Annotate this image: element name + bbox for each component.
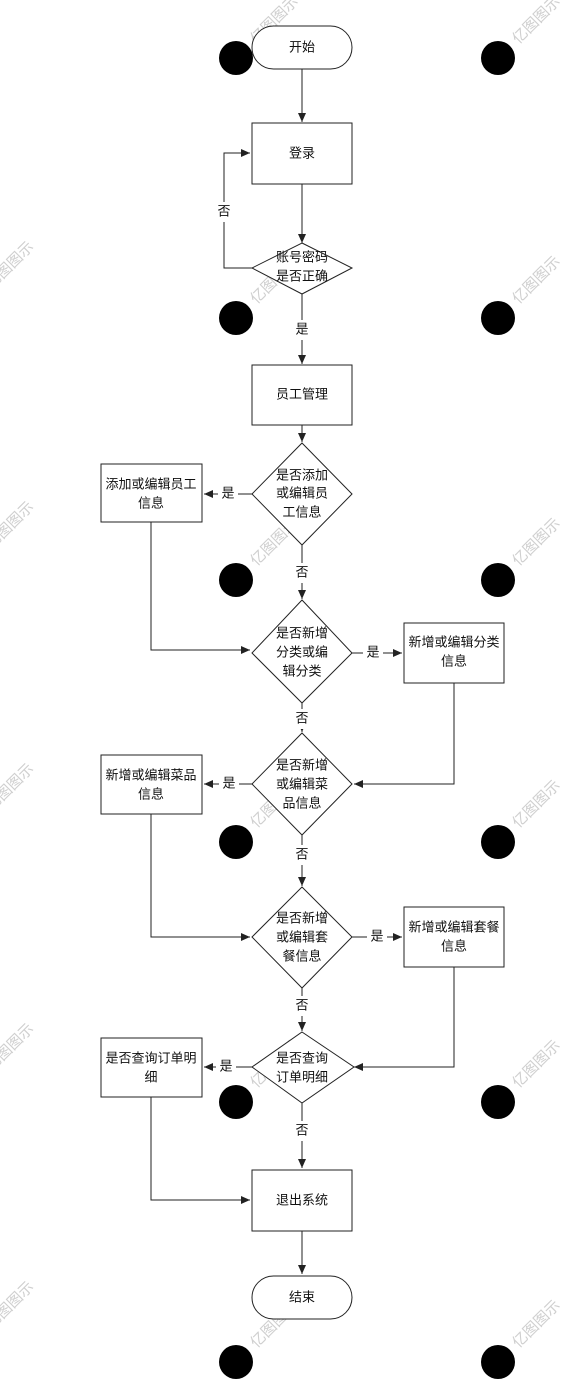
edge-label-no: 否 — [295, 712, 308, 727]
edge-label-no: 否 — [295, 848, 308, 863]
edge-label-yes: 是 — [222, 777, 235, 792]
node-exit-system: 退出系统 — [251, 1169, 353, 1232]
edge-label-no: 否 — [295, 1124, 308, 1139]
edge-label-no: 否 — [295, 999, 308, 1014]
node-q-dish: 是否新增 或编辑菜 品信息 — [251, 732, 353, 836]
node-q-staff: 是否添加 或编辑员 工信息 — [251, 442, 353, 546]
edge-label-yes: 是 — [366, 646, 379, 661]
node-check-password-line1: 账号密码 — [276, 250, 328, 266]
node-q-order: 是否查询 订单明细 — [251, 1031, 355, 1104]
node-combo-info-line2: 信息 — [441, 939, 467, 955]
node-end-label: 结束 — [289, 1291, 315, 1306]
node-category-info: 新增或编辑分类 信息 — [403, 622, 505, 684]
edge-comboinfo-qorder — [354, 967, 455, 1071]
edge-label-yes: 是 — [370, 930, 383, 945]
node-category-info-line2: 信息 — [441, 654, 467, 670]
watermark-text: 亿图图示 — [509, 776, 564, 831]
node-q-category-line2: 分类或编 — [276, 646, 328, 661]
edge-label-no: 否 — [295, 566, 308, 581]
node-end: 结束 — [251, 1275, 353, 1320]
node-q-dish-line3: 品信息 — [282, 796, 321, 812]
watermark-text: 亿图图示 — [509, 252, 564, 307]
node-staff-management-label: 员工管理 — [276, 388, 328, 403]
node-q-combo-line3: 餐信息 — [282, 949, 321, 965]
node-q-combo: 是否新增 或编辑套 餐信息 — [251, 886, 353, 989]
watermark-text: 亿图图示 — [0, 1278, 37, 1333]
node-login: 登录 — [251, 122, 353, 185]
node-q-category: 是否新增 分类或编 辑分类 — [251, 599, 353, 704]
node-q-dish-line2: 或编辑菜 — [276, 778, 328, 793]
node-q-order-line1: 是否查询 — [276, 1052, 328, 1067]
node-order-info-line2: 细 — [144, 1071, 157, 1086]
node-staff-info: 添加或编辑员工 信息 — [100, 463, 203, 523]
edge-labels: 否 是 是 否 是 否 是 否 是 否 是 否 — [214, 202, 387, 1141]
node-q-staff-line2: 或编辑员 — [276, 487, 328, 502]
watermark-text: 亿图图示 — [0, 238, 37, 293]
edge-label-yes: 是 — [219, 1060, 232, 1075]
node-staff-info-line1: 添加或编辑员工 — [105, 478, 196, 493]
edge-orderinfo-exit — [150, 1097, 250, 1204]
edge-dishinfo-qcombo — [150, 814, 250, 941]
node-q-order-line2: 订单明细 — [276, 1071, 328, 1086]
watermark-text: 亿图图示 — [0, 760, 37, 815]
node-q-combo-line1: 是否新增 — [276, 911, 328, 927]
node-category-info-line1: 新增或编辑分类 — [408, 635, 499, 651]
node-combo-info-line1: 新增或编辑套餐 — [408, 920, 499, 936]
edge-catinfo-qdish — [354, 683, 455, 788]
node-dish-info-line2: 信息 — [138, 787, 164, 803]
node-staff-info-line2: 信息 — [138, 496, 164, 512]
node-order-info-line1: 是否查询订单明 — [105, 1052, 196, 1067]
node-check-password-line2: 是否正确 — [276, 270, 328, 285]
node-dish-info-line1: 新增或编辑菜品 — [105, 768, 196, 784]
node-start-label: 开始 — [289, 41, 315, 56]
node-dish-info: 新增或编辑菜品 信息 — [100, 754, 203, 815]
watermark-text: 亿图图示 — [0, 498, 37, 553]
node-exit-system-label: 退出系统 — [276, 1194, 328, 1209]
node-q-combo-line2: 或编辑套 — [276, 930, 328, 946]
node-q-category-line3: 辑分类 — [282, 665, 321, 680]
node-staff-management: 员工管理 — [251, 364, 353, 426]
node-start: 开始 — [251, 25, 353, 70]
node-q-staff-line3: 工信息 — [282, 505, 321, 521]
node-q-category-line1: 是否新增 — [276, 626, 328, 642]
watermark-text: 亿图图示 — [509, 1296, 564, 1351]
watermark-text: 亿图图示 — [509, 1036, 564, 1091]
node-q-dish-line1: 是否新增 — [276, 758, 328, 774]
node-check-password: 账号密码 是否正确 — [250, 242, 354, 295]
watermark-text: 亿图图示 — [509, 514, 564, 569]
edge-label-yes: 是 — [221, 487, 234, 502]
edge-label-no: 否 — [217, 205, 230, 220]
watermark-text: 亿图图示 — [0, 1020, 37, 1075]
node-login-label: 登录 — [289, 147, 315, 162]
watermark-text: 亿图图示 — [509, 0, 564, 47]
node-combo-info: 新增或编辑套餐 信息 — [403, 906, 505, 968]
edge-staffinfo-qcat — [150, 522, 250, 654]
node-q-staff-line1: 是否添加 — [276, 469, 328, 484]
node-order-info: 是否查询订单明 细 — [100, 1037, 203, 1098]
edge-label-yes: 是 — [295, 323, 308, 338]
